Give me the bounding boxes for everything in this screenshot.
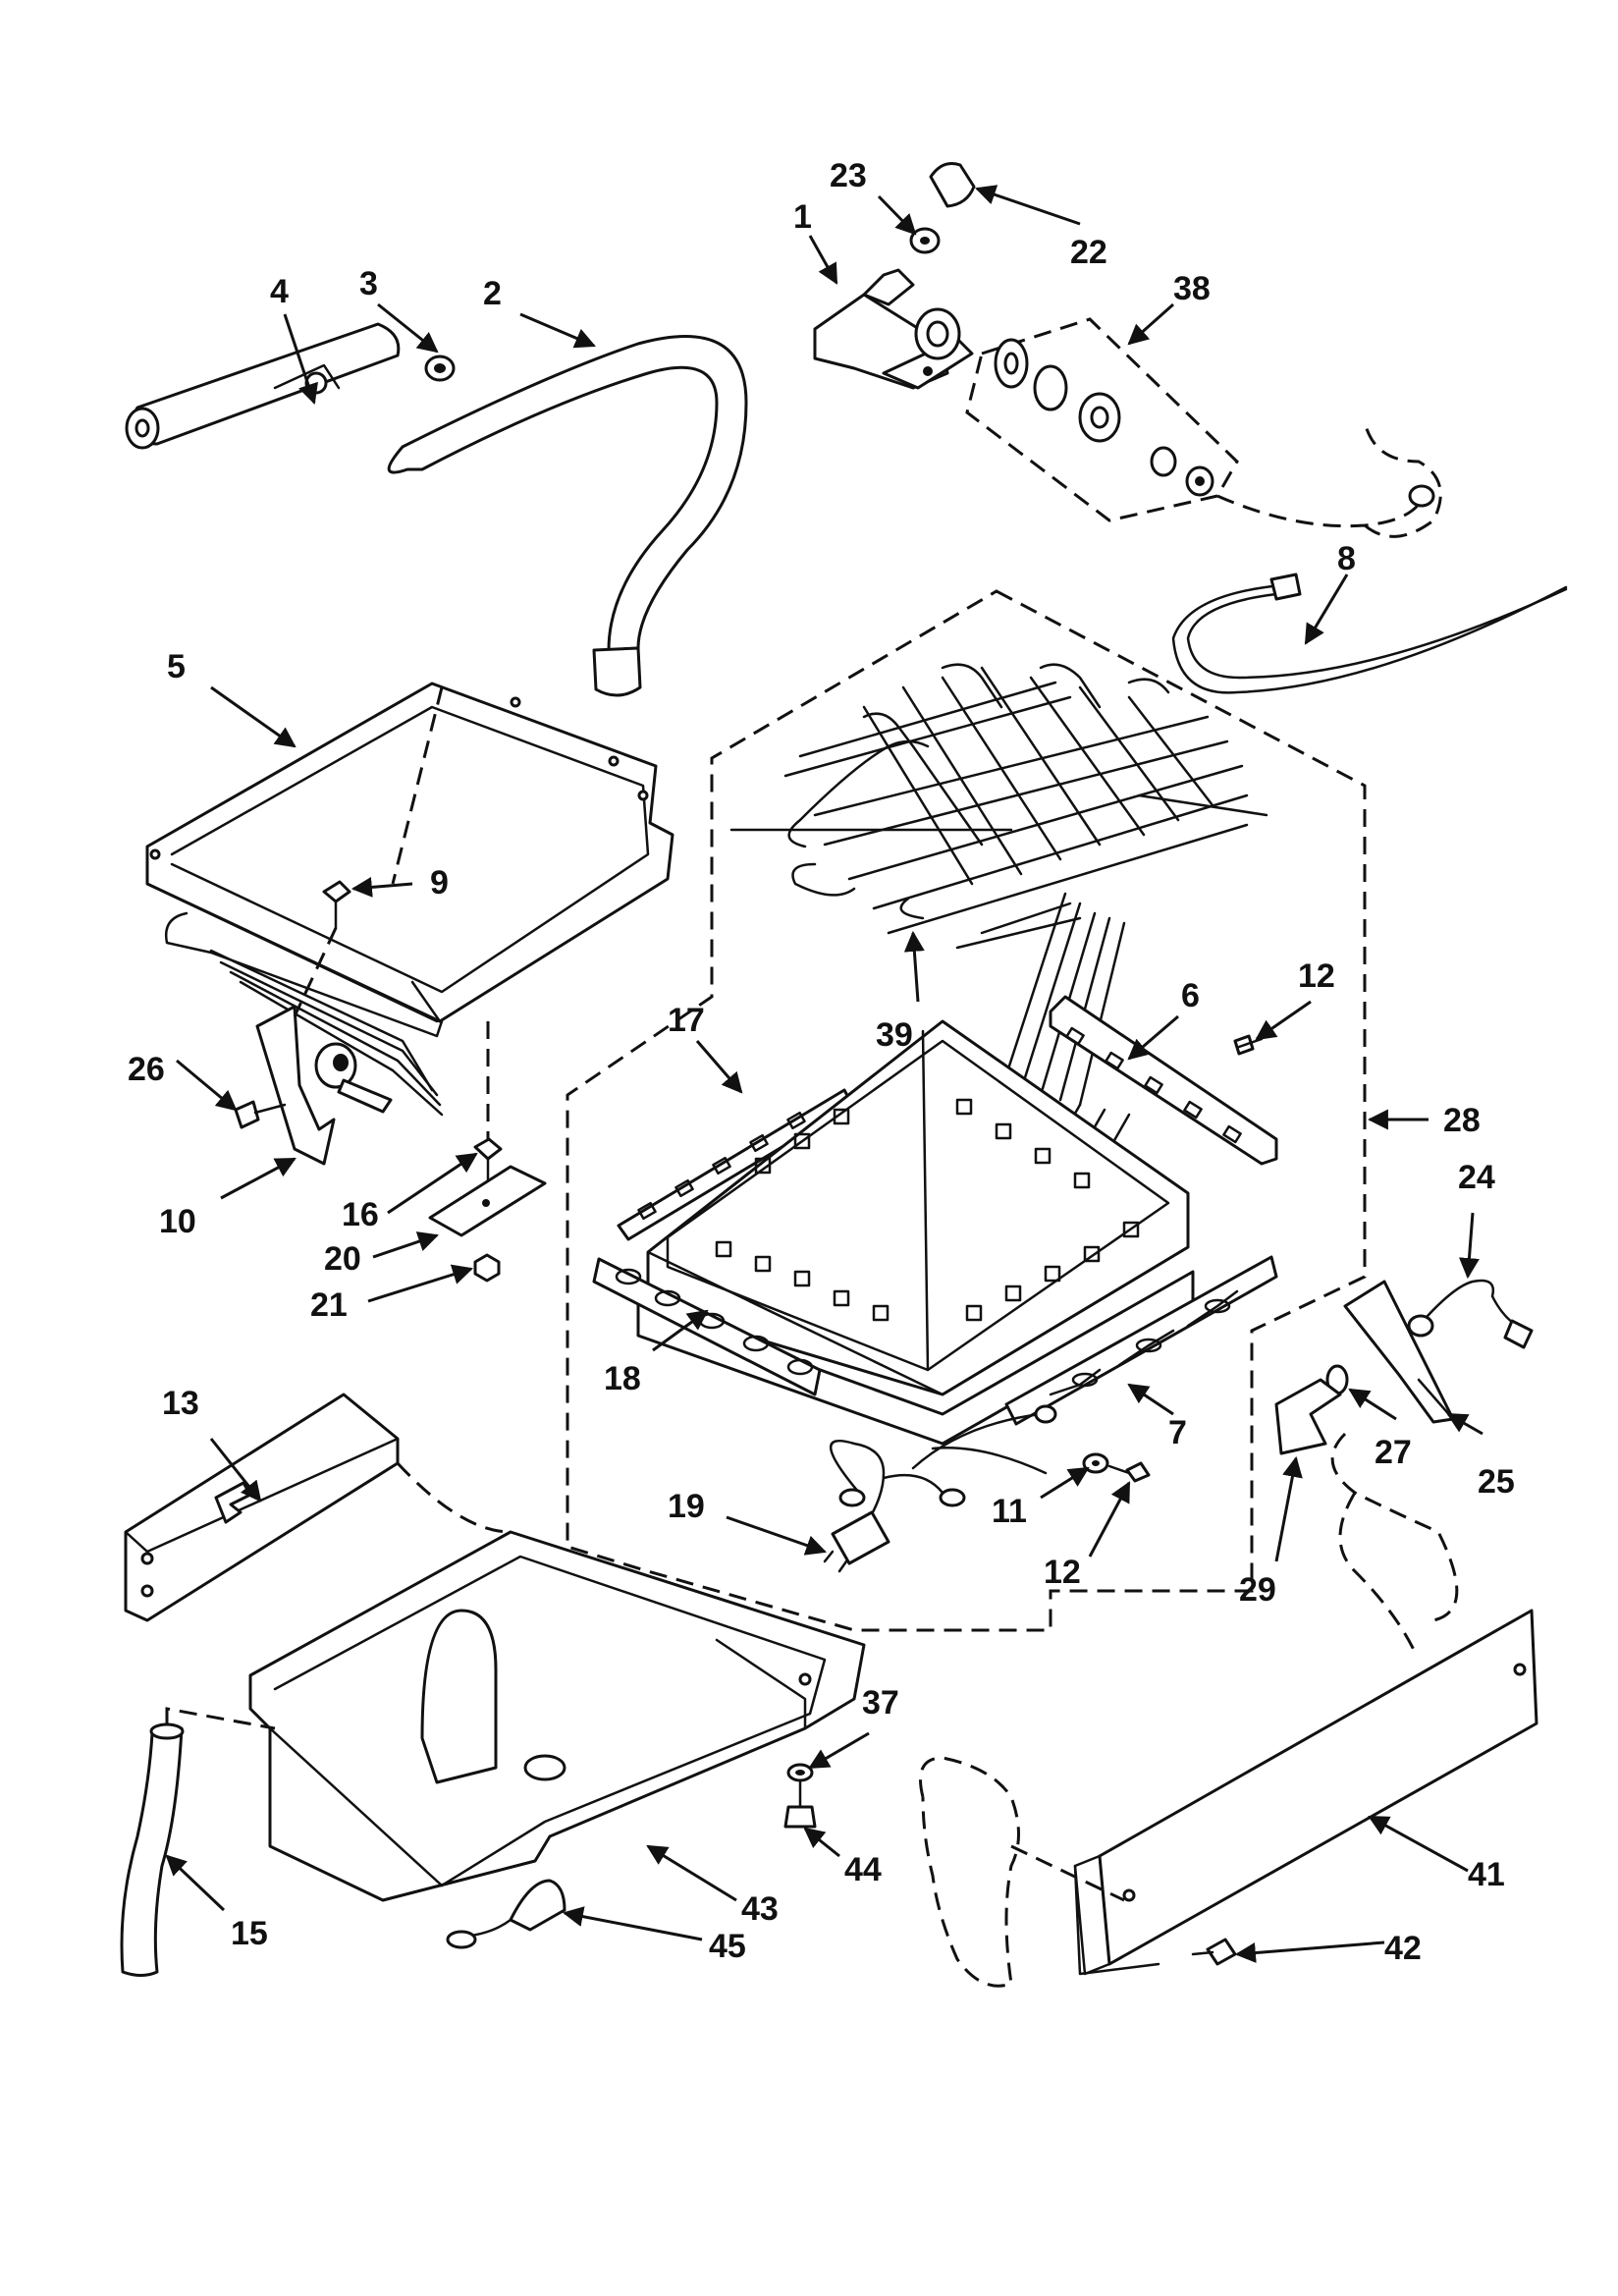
part-13-bracket [124,1393,400,1622]
callout-6: 6 [1181,977,1200,1014]
callout-13: 13 [162,1385,199,1422]
pan-leader-dashed [396,1461,512,1534]
callout-38: 38 [1173,270,1211,307]
part-9-screw [322,880,351,930]
part-21-nut [473,1253,501,1283]
callout-24: 24 [1458,1159,1495,1196]
callout-42: 42 [1384,1930,1422,1967]
callout-20: 20 [324,1240,361,1278]
part-19-power-cord [823,1404,1057,1573]
part-4-fill-tube [125,322,401,450]
part-24-wire [1407,1279,1534,1349]
callout-15: 15 [231,1915,268,1952]
part-7-bus-bar [1004,1255,1278,1426]
part-45-drain-cap [446,1879,566,1949]
panel-dashed-outline [919,1756,1125,1988]
callout-17: 17 [668,1002,705,1039]
callout-26: 26 [128,1051,165,1088]
water-line-dashed [1216,421,1442,538]
part-23-ferrule [909,227,941,254]
hose-leader-dashed [165,1707,276,1730]
callout-18: 18 [604,1360,641,1397]
part-12-screw-lower [1107,1461,1151,1483]
callout-28: 28 [1443,1102,1481,1139]
callout-11: 11 [992,1493,1027,1530]
part-1-water-valve [813,268,974,390]
callout-7: 7 [1168,1414,1187,1451]
leader-dashed-5 [391,686,444,885]
callout-2: 2 [483,275,502,312]
callout-12-lower: 12 [1044,1554,1081,1591]
callout-3: 3 [359,265,378,302]
callout-12-upper: 12 [1298,957,1335,995]
part-11-washer [1082,1452,1109,1474]
callout-9: 9 [430,864,449,902]
part-22-insert [929,162,976,208]
part-26-screw [234,1100,287,1129]
part-29-clip [1274,1378,1342,1455]
part-10-thermostat [255,1005,393,1166]
assembly-boundary-28 [566,589,1367,1632]
part-2-fill-hose [387,335,748,697]
callout-27: 27 [1375,1434,1412,1471]
part-3-grommet [424,355,456,382]
callout-37: 37 [862,1684,899,1722]
callout-29: 29 [1239,1571,1276,1609]
callout-25: 25 [1478,1463,1515,1501]
callout-39: 39 [876,1016,913,1054]
callout-labels: 1 2 3 4 5 6 7 8 9 10 11 12 12 13 15 16 1… [128,157,1515,1967]
callout-45: 45 [709,1928,746,1965]
callout-1: 1 [793,198,812,236]
callout-21: 21 [310,1286,348,1324]
callout-22: 22 [1070,234,1107,271]
callout-10: 10 [159,1203,196,1240]
part-12-screw-upper [1233,1034,1264,1056]
callout-19: 19 [668,1488,705,1525]
callout-8: 8 [1337,540,1356,577]
part-44-screw [783,1780,817,1829]
part-42-screw [1191,1938,1237,1966]
callout-leaders [165,185,1483,1963]
part-20-clamp-plate [428,1165,547,1237]
cutter-grid-frame [636,1019,1195,1446]
part-6-rail [1049,995,1278,1166]
callout-4: 4 [270,273,289,310]
part-43-pan [248,1530,866,1902]
leader-dashed-9 [293,927,338,1017]
drain-dashed [1330,1432,1459,1651]
part-37-washer [786,1763,814,1782]
callout-44: 44 [844,1851,882,1888]
callout-41: 41 [1468,1856,1505,1893]
callout-43: 43 [741,1890,779,1928]
part-38-fittings [994,338,1214,497]
water-line-end [1408,484,1435,508]
callout-5: 5 [167,648,186,685]
part-25-bracket [1343,1280,1455,1424]
callout-23: 23 [830,157,867,194]
callout-16: 16 [342,1196,379,1233]
part-41-front-panel [1073,1609,1538,1976]
part-8-tube [1171,573,1568,694]
part-5-evaporator-plate [145,682,674,1117]
part-15-drain-hose [120,1722,185,1977]
